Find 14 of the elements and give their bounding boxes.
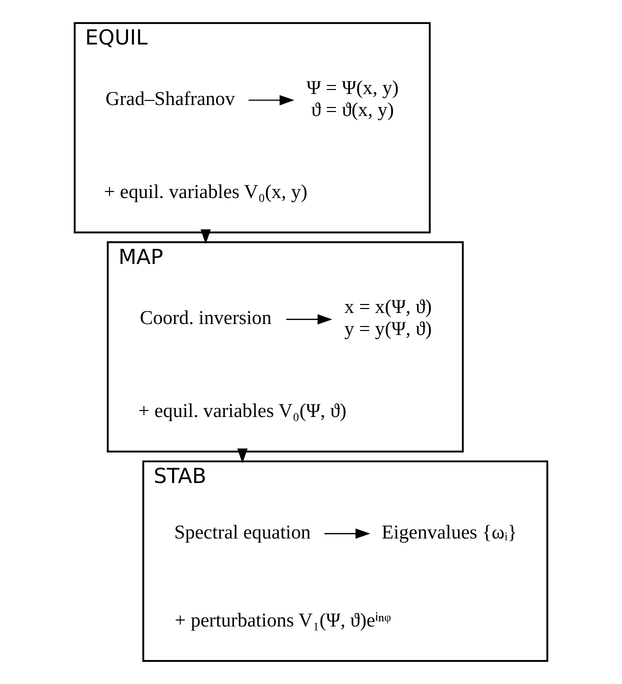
node-text: + perturbations V₁(Ψ, ϑ)eⁱⁿᵠ	[174, 610, 391, 632]
arrow	[248, 95, 294, 106]
node-text: Coord. inversion	[140, 308, 272, 329]
arrow	[286, 314, 332, 324]
node-text: Ψ = Ψ(x, y) ϑ = ϑ(x, y)	[306, 78, 399, 121]
node-text: + equil. variables V₀(Ψ, ϑ)	[138, 401, 346, 422]
arrow	[200, 229, 211, 244]
arrow	[324, 528, 370, 539]
node-text: Spectral equation	[174, 522, 311, 544]
node-text: + equil. variables V₀(x, y)	[104, 182, 308, 203]
node-text: Eigenvalues {ωᵢ}	[382, 522, 518, 544]
node-text: Grad–Shafranov	[106, 88, 235, 110]
arrow	[237, 448, 248, 464]
node-text: x = x(Ψ, ϑ) y = y(Ψ, ϑ)	[344, 296, 432, 340]
